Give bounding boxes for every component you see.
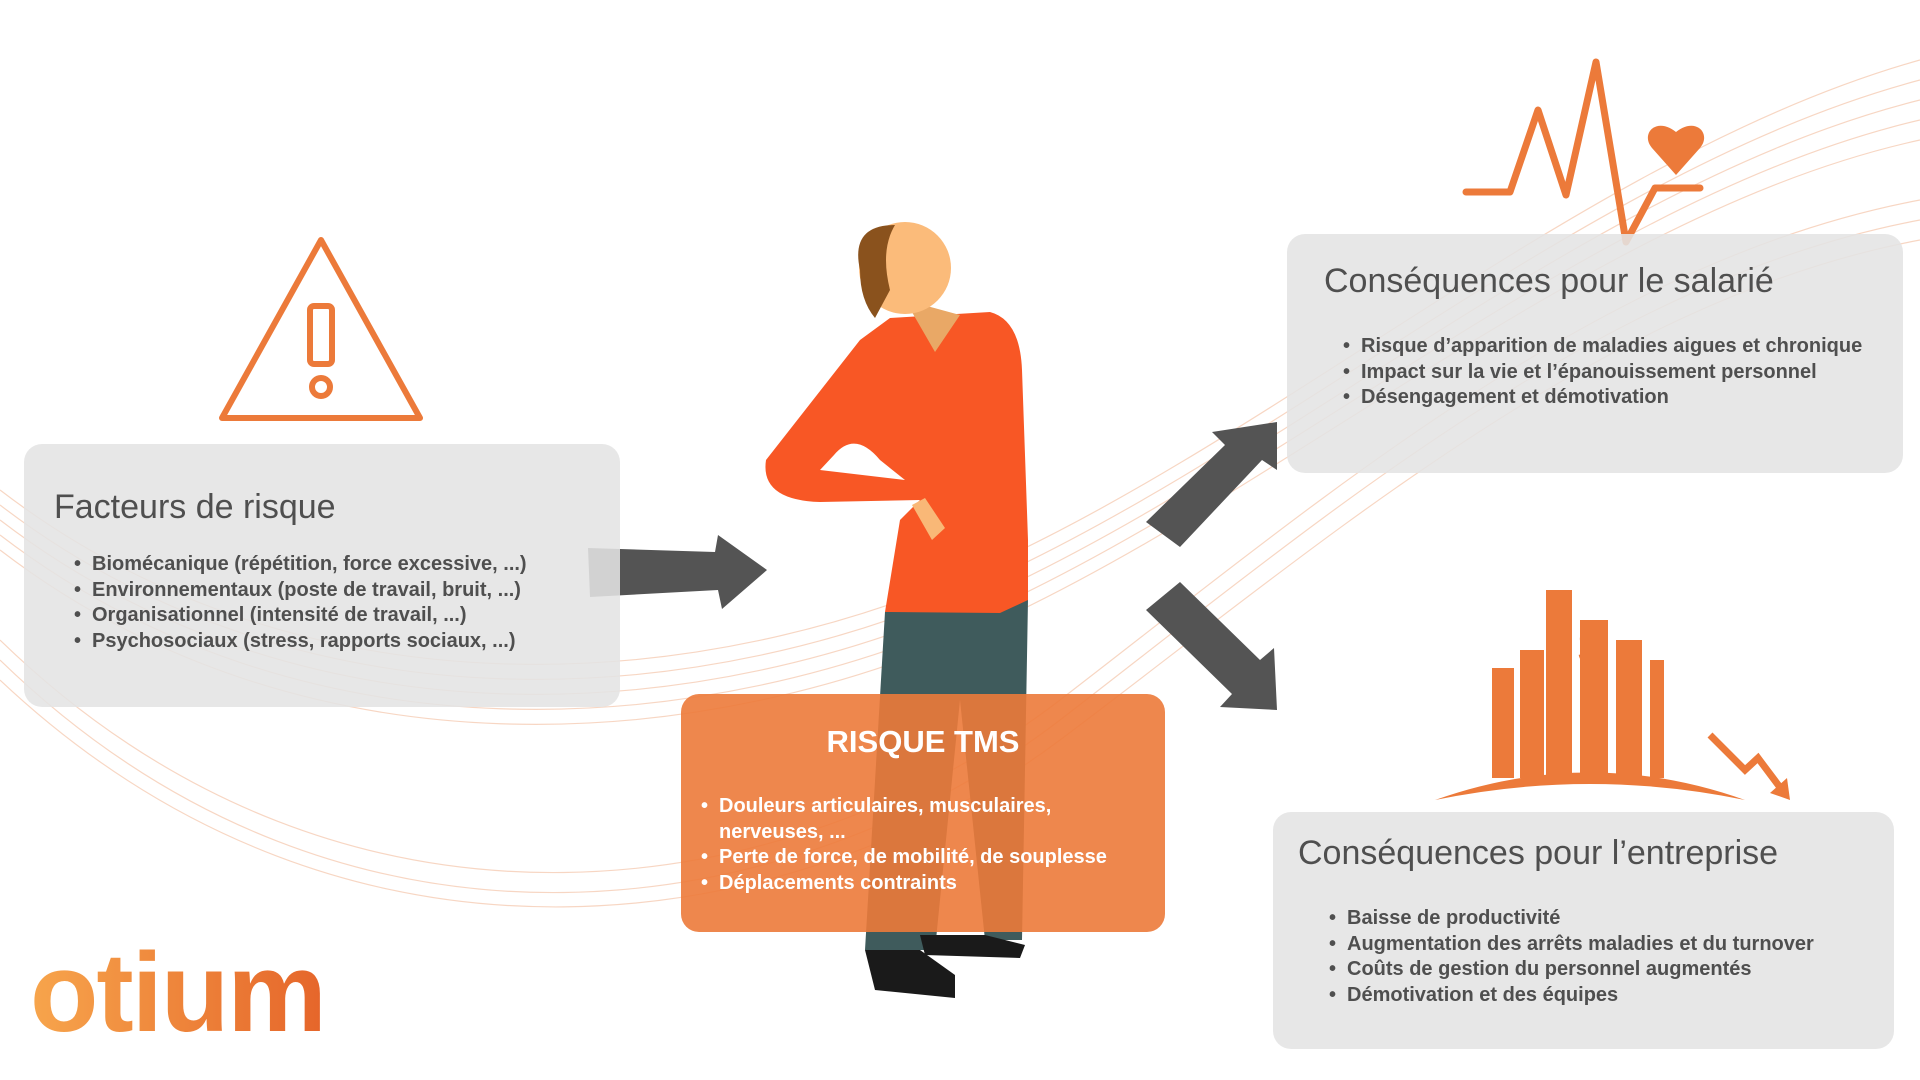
risk-factors-list: Biomécanique (répétition, force excessiv… — [74, 552, 614, 655]
risk-factors-box: Facteurs de risque Biomécanique (répétit… — [24, 444, 620, 707]
warning-triangle-icon — [219, 237, 423, 421]
otium-logo: otium — [30, 930, 327, 1055]
list-item: Risque d’apparition de maladies aigues e… — [1343, 334, 1883, 360]
list-item: Impact sur la vie et l’épanouissement pe… — [1343, 360, 1883, 386]
arrow-right — [588, 535, 767, 609]
company-consequences-list: Baisse de productivité Augmentation des … — [1329, 906, 1889, 1009]
employee-consequences-list: Risque d’apparition de maladies aigues e… — [1343, 334, 1883, 411]
list-item: Démotivation et des équipes — [1329, 983, 1889, 1009]
arrow-down-right — [1146, 582, 1277, 710]
list-item: Biomécanique (répétition, force excessiv… — [74, 552, 614, 578]
heartbeat-icon — [1462, 58, 1705, 246]
tms-risk-box: RISQUE TMS Douleurs articulaires, muscul… — [681, 694, 1165, 932]
employee-consequences-box: Conséquences pour le salarié Risque d’ap… — [1287, 234, 1903, 473]
list-item: Douleurs articulaires, musculaires, nerv… — [701, 794, 1161, 845]
list-item: Déplacements contraints — [701, 871, 1161, 897]
employee-consequences-title: Conséquences pour le salarié — [1324, 262, 1774, 300]
risk-factors-title: Facteurs de risque — [54, 488, 336, 526]
tms-risk-list: Douleurs articulaires, musculaires, nerv… — [701, 794, 1161, 897]
list-item: Augmentation des arrêts maladies et du t… — [1329, 932, 1889, 958]
tms-risk-title: RISQUE TMS — [826, 724, 1020, 759]
arrow-up-right — [1146, 422, 1277, 547]
list-item: Coûts de gestion du personnel augmentés — [1329, 957, 1889, 983]
company-consequences-title: Conséquences pour l’entreprise — [1298, 834, 1779, 872]
list-item: Baisse de productivité — [1329, 906, 1889, 932]
svg-text:$: $ — [1578, 619, 1607, 677]
list-item: Désengagement et démotivation — [1343, 385, 1883, 411]
list-item: Environnementaux (poste de travail, brui… — [74, 578, 614, 604]
list-item: Perte de force, de mobilité, de soupless… — [701, 845, 1161, 871]
list-item: Psychosociaux (stress, rapports sociaux,… — [74, 629, 614, 655]
company-consequences-box: Conséquences pour l’entreprise Baisse de… — [1273, 812, 1894, 1049]
list-item: Organisationnel (intensité de travail, .… — [74, 603, 614, 629]
city-decline-icon: $ — [1435, 590, 1790, 800]
